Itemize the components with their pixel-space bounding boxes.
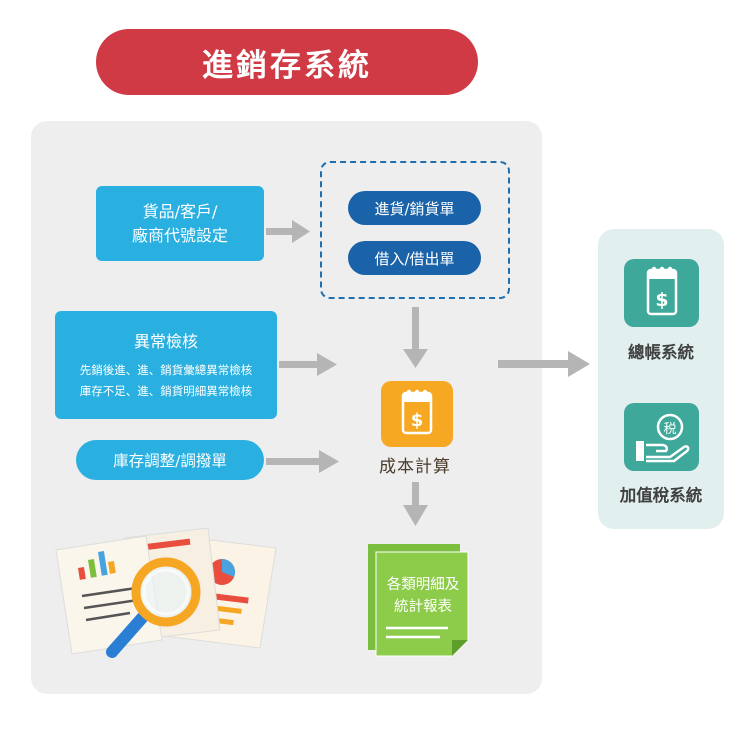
setup-box: 貨品/客戶/ 廠商代號設定 [96, 186, 264, 261]
report-label: 各類明細及 統計報表 [380, 574, 466, 618]
page-title: 進銷存系統 [202, 47, 372, 84]
borrow-pill: 借入/借出單 [348, 241, 481, 275]
anomaly-box: 異常檢核 先銷後進、進、銷貨彙總異常檢核 庫存不足、進、銷貨明細異常檢核 [55, 311, 277, 419]
ledger-label: 總帳系統 [628, 343, 694, 362]
receipt-dollar-icon: $ [381, 381, 453, 447]
tax-hand-icon: 税 [624, 403, 699, 471]
title-banner: 進銷存系統 [96, 29, 478, 95]
report-line1: 各類明細及 [386, 577, 460, 593]
arrow-transfer-to-cost [266, 450, 339, 473]
ledger-icon: $ [624, 259, 699, 327]
svg-text:税: 税 [663, 422, 676, 437]
documents-group [320, 161, 510, 299]
anomaly-line2: 庫存不足、進、銷貨明細異常檢核 [79, 384, 253, 398]
magnifier-icon [106, 557, 201, 658]
setup-line2: 廠商代號設定 [131, 225, 228, 245]
svg-text:$: $ [655, 289, 668, 311]
anomaly-line1: 先銷後進、進、銷貨彙總異常檢核 [79, 363, 253, 377]
tax-label: 加值稅系統 [619, 486, 703, 505]
anomaly-title: 異常檢核 [133, 332, 198, 351]
arrow-anomaly-to-cost [279, 353, 337, 376]
analysis-illustration [55, 527, 277, 658]
cost-label: 成本計算 [379, 457, 451, 477]
purchase-sales-pill: 進貨/銷貨單 [348, 191, 481, 225]
report-document-icon [368, 544, 469, 657]
svg-text:$: $ [411, 410, 424, 431]
purchase-sales-label: 進貨/銷貨單 [374, 199, 455, 218]
report-line2: 統計報表 [394, 599, 452, 615]
borrow-label: 借入/借出單 [374, 249, 455, 268]
transfer-box: 庫存調整/調撥單 [76, 440, 264, 480]
transfer-label: 庫存調整/調撥單 [113, 452, 227, 470]
arrow-setup-to-docs [266, 220, 310, 243]
arrow-cost-to-report [403, 482, 428, 526]
setup-line1: 貨品/客戶/ [142, 201, 218, 221]
arrow-to-outputs [498, 351, 590, 377]
arrow-docs-to-cost [403, 307, 428, 368]
